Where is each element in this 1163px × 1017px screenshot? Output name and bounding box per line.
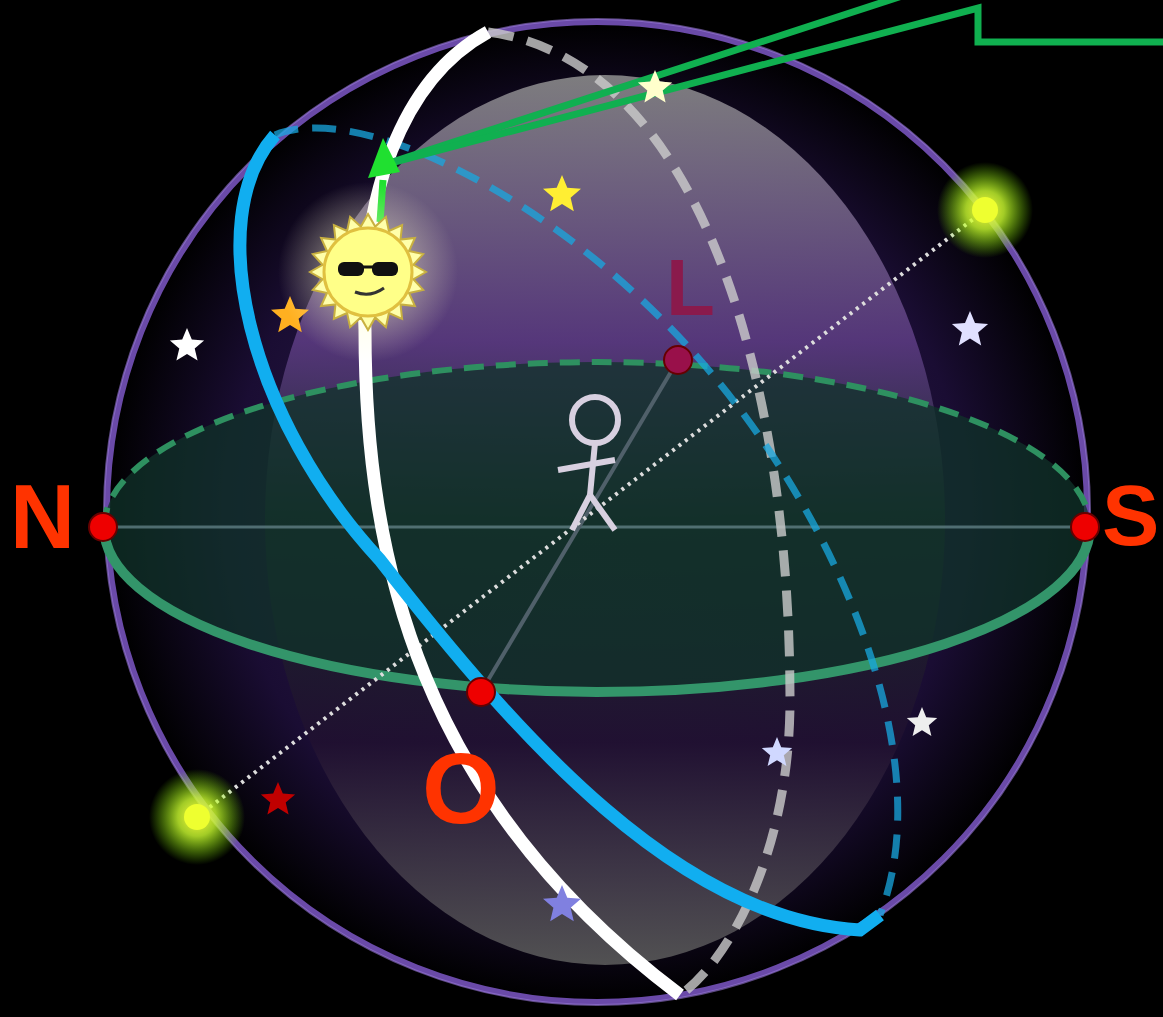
stars <box>170 70 988 921</box>
star <box>543 175 581 211</box>
north-label: N <box>10 472 75 562</box>
star <box>762 737 792 766</box>
observer-figure <box>558 397 618 530</box>
star <box>638 70 672 103</box>
observer-point-label: O <box>422 738 500 838</box>
celestial-equator <box>240 135 880 930</box>
star <box>170 328 204 361</box>
star <box>907 707 937 736</box>
horizon-plane <box>104 362 1090 692</box>
zenith-label: L <box>666 248 715 328</box>
meridian <box>365 32 680 995</box>
star <box>261 782 295 815</box>
sun-rays <box>310 214 426 330</box>
pointer <box>383 0 1163 165</box>
star <box>952 311 988 345</box>
points <box>89 346 1099 706</box>
star <box>543 885 581 921</box>
south-label: S <box>1102 472 1159 558</box>
sun <box>278 182 458 362</box>
